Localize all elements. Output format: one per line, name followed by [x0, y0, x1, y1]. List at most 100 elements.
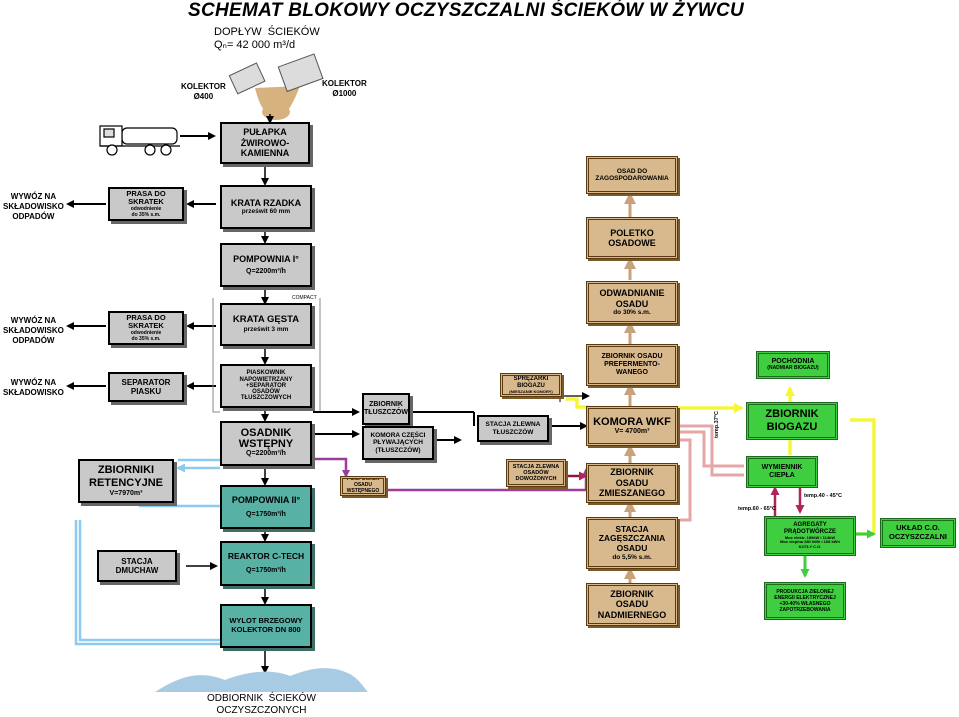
poletko-label: POLETKO OSADOWE	[608, 227, 656, 248]
krata-rzadka: KRATA RZADKA prześwit 60 mm	[220, 185, 312, 229]
pulapka-label: PUŁAPKA ŻWIROWO- KAMIENNA	[240, 127, 290, 159]
retencja-title: ZBIORNIKI RETENCYJNE	[89, 464, 163, 489]
zbiorniki-retencyjne: ZBIORNIKI RETENCYJNE V=7970m³	[78, 459, 174, 503]
odbiornik-label: ODBIORNIK ŚCIEKÓW OCZYSZCZONYCH	[207, 693, 316, 716]
pompownia2-sub: Q=1750m³/h	[246, 510, 286, 518]
pompownia-1: POMPOWNIA I° Q=2200m³/h	[220, 243, 312, 287]
prasa-skratek-1: PRASA DO SKRATEK odwodnienie do 35% s.m.	[108, 187, 184, 221]
reaktor-c-tech: REAKTOR C-TECH Q=1750m³/h	[220, 541, 312, 586]
zbiornik-tluszczow-label: ZBIORNIK TŁUSZCZÓW	[364, 400, 408, 416]
komora-czesci-label: KOMORA CZĘŚCI PŁYWAJĄCYCH (TŁUSZCZÓW)	[370, 431, 426, 454]
piaskownik: PIASKOWNIK NAPOWIETRZANY +SEPARATOR OSAD…	[220, 364, 312, 408]
produkcja-energii: PRODUKCJA ZIELONEJ ENERGII ELEKTRYCZNEJ …	[764, 582, 846, 620]
komora-wkf-sub: V= 4700m³	[614, 428, 650, 436]
sprezarki-sub: (MIESZANIE KOMORY)	[509, 388, 553, 394]
stacja-zlewna-osadow-label: STACJA ZLEWNA OSADÓW DOWOŻONYCH	[512, 463, 560, 483]
sprezarki-label: SPRĘŻARKI BIOGAZU	[513, 375, 549, 389]
pompownia1-sub: Q=2200m³/h	[246, 267, 286, 275]
temp-60-label: temp.60 - 65°C	[738, 506, 776, 512]
zageszczanie-sub: do 5,5% s.m.	[612, 553, 652, 561]
pulapka-zwirowo-kamienna: PUŁAPKA ŻWIROWO- KAMIENNA	[220, 122, 310, 164]
retencja-sub: V=7970m³	[109, 489, 143, 497]
dmuchawy-label: STACJA DMUCHAW	[115, 556, 159, 575]
pochodnia: POCHODNIA (NADMIAR BIOGAZU)	[756, 351, 830, 379]
truck-icon	[99, 125, 180, 156]
osadnik-wstepny: OSADNIK WSTĘPNY Q=2200m³/h	[220, 421, 312, 466]
pipes-illustration	[228, 53, 324, 120]
prefermentowany-label: ZBIORNIK OSADU PREFERMENTO- WANEGO	[601, 352, 663, 377]
zbiornik-osadu-prefermentowanego: ZBIORNIK OSADU PREFERMENTO- WANEGO	[586, 344, 678, 386]
collector-right-label: KOLEKTOR Ø1000	[322, 79, 367, 98]
odwadnianie-osadu: ODWADNIANIE OSADU do 30% s.m.	[586, 281, 678, 324]
pompownia-2: POMPOWNIA II° Q=1750m³/h	[220, 485, 312, 529]
krata-gesta-sub: prześwit 3 mm	[243, 326, 289, 334]
inflow-line2: Qₙ= 42 000 m³/d	[214, 39, 296, 51]
wylot-label: WYLOT BRZEGOWY KOLEKTOR DN 800	[229, 616, 303, 634]
pochodnia-sub: (NADMIAR BIOGAZU)	[767, 365, 819, 372]
output-label-1: WYWÓZ NA SKŁADOWISKO ODPADÓW	[3, 192, 64, 221]
uklad-co-label: UKŁAD C.O. OCZYSZCZALNI	[889, 523, 947, 541]
krata-gesta-label: KRATA GĘSTA	[232, 314, 300, 326]
separator-label: SEPARATOR PIASKU	[121, 377, 171, 396]
page-title: SCHEMAT BLOKOWY OCZYSZCZALNI ŚCIEKÓW W Ż…	[188, 0, 745, 21]
output-label-3: WYWÓZ NA SKŁADOWISKO	[3, 378, 64, 397]
odwadnianie-sub: do 30% s.m.	[613, 309, 651, 317]
collector-left-label: KOLEKTOR Ø400	[181, 82, 226, 101]
pompownia-osadu-wstepnego: POMPOWNIA OSADU WSTĘPNEGO	[340, 476, 386, 496]
prasa1-title: PRASA DO SKRATEK	[126, 188, 166, 207]
sprezarki-biogazu: SPRĘŻARKI BIOGAZU (MIESZANIE KOMORY)	[500, 373, 562, 397]
stacja-zlewna-tluszczow-label: STACJA ZLEWNA TŁUSZCZÓW	[485, 421, 541, 436]
wylot-brzegowy: WYLOT BRZEGOWY KOLEKTOR DN 800	[220, 604, 312, 648]
agregaty-pradotworcze: AGREGATY PRĄDOTWÓRCZE Moc elektr. 189kW …	[764, 516, 856, 556]
reaktor-sub: Q=1750m³/h	[246, 566, 286, 574]
prasa2-title: PRASA DO SKRATEK	[126, 312, 166, 331]
poletko-osadowe: POLETKO OSADOWE	[586, 217, 678, 259]
zbiornik-osadu-zmieszanego: ZBIORNIK OSADU ZMIESZANEGO	[586, 463, 678, 503]
nadmierny-label: ZBIORNIK OSADU NADMIERNEGO	[597, 588, 667, 620]
stacja-dmuchaw: STACJA DMUCHAW	[97, 550, 177, 582]
wymiennik-ciepla: WYMIENNIK CIEPŁA	[746, 456, 818, 488]
zbiornik-biogazu: ZBIORNIK BIOGAZU	[746, 402, 838, 440]
zageszczanie-label: STACJA ZAGĘSZCZANIA OSADU	[598, 523, 666, 554]
temp-40-label: temp.40 - 45°C	[804, 493, 842, 499]
wymiennik-label: WYMIENNIK CIEPŁA	[761, 463, 803, 479]
krata-rzadka-sub: prześwit 60 mm	[241, 208, 291, 216]
komora-wkf: KOMORA WKF V= 4700m³	[586, 406, 678, 446]
reaktor-label: REAKTOR C-TECH	[227, 551, 305, 562]
river-hills	[155, 668, 368, 692]
stacja-zageszczania-osadu: STACJA ZAGĘSZCZANIA OSADU do 5,5% s.m.	[586, 517, 678, 569]
zbiornik-tluszczow: ZBIORNIK TŁUSZCZÓW	[362, 393, 410, 425]
stacja-zlewna-osadow: STACJA ZLEWNA OSADÓW DOWOŻONYCH	[506, 459, 566, 487]
agregaty-sub: Moc elektr. 189kW i 114kW Moc cieplna 28…	[780, 534, 840, 550]
piaskownik-label: PIASKOWNIK NAPOWIETRZANY +SEPARATOR OSAD…	[239, 370, 293, 402]
komora-wkf-label: KOMORA WKF	[593, 415, 671, 428]
pompownia2-label: POMPOWNIA II°	[231, 495, 301, 506]
odwadnianie-label: ODWADNIANIE OSADU	[599, 288, 665, 309]
biogaz-label: ZBIORNIK BIOGAZU	[765, 408, 819, 433]
osadnik-label: OSADNIK WSTĘPNY	[238, 427, 294, 451]
zmieszany-label: ZBIORNIK OSADU ZMIESZANEGO	[598, 467, 665, 499]
prasa-skratek-2: PRASA DO SKRATEK odwodnienie do 35% s.m.	[108, 311, 184, 345]
separator-piasku: SEPARATOR PIASKU	[108, 372, 184, 402]
stacja-zlewna-tluszczow: STACJA ZLEWNA TŁUSZCZÓW	[477, 415, 549, 442]
komora-czesci-plywajacych: KOMORA CZĘŚCI PŁYWAJĄCYCH (TŁUSZCZÓW)	[362, 426, 434, 460]
pompownia-osadu-label: POMPOWNIA OSADU WSTĘPNEGO	[346, 476, 380, 494]
osadnik-sub: Q=2200m³/h	[246, 450, 286, 458]
uklad-co-oczyszczalni: UKŁAD C.O. OCZYSZCZALNI	[880, 518, 956, 548]
produkcja-label: PRODUKCJA ZIELONEJ ENERGII ELEKTRYCZNEJ …	[774, 589, 836, 613]
prasa1-sub: odwodnienie do 35% s.m.	[130, 205, 162, 218]
agregaty-label: AGREGATY PRĄDOTWÓRCZE	[784, 521, 836, 535]
temp-37-label: temp.37°C	[714, 411, 720, 438]
zbiornik-osadu-nadmiernego: ZBIORNIK OSADU NADMIERNEGO	[586, 583, 678, 626]
pochodnia-label: POCHODNIA	[771, 358, 815, 366]
output-label-2: WYWÓZ NA SKŁADOWISKO ODPADÓW	[3, 316, 64, 345]
inflow-line1: DOPŁYW ŚCIEKÓW	[214, 26, 320, 38]
osad-do-zagospodarowania: OSAD DO ZAGOSPODAROWANIA	[586, 156, 678, 194]
krata-gesta: KRATA GĘSTA prześwit 3 mm	[220, 303, 312, 346]
prasa2-sub: odwodnienie do 35% s.m.	[130, 329, 162, 342]
pompownia1-label: POMPOWNIA I°	[233, 254, 299, 265]
osad-zagosp-label: OSAD DO ZAGOSPODAROWANIA	[595, 167, 669, 182]
compact-label: COMPACT	[292, 295, 317, 301]
